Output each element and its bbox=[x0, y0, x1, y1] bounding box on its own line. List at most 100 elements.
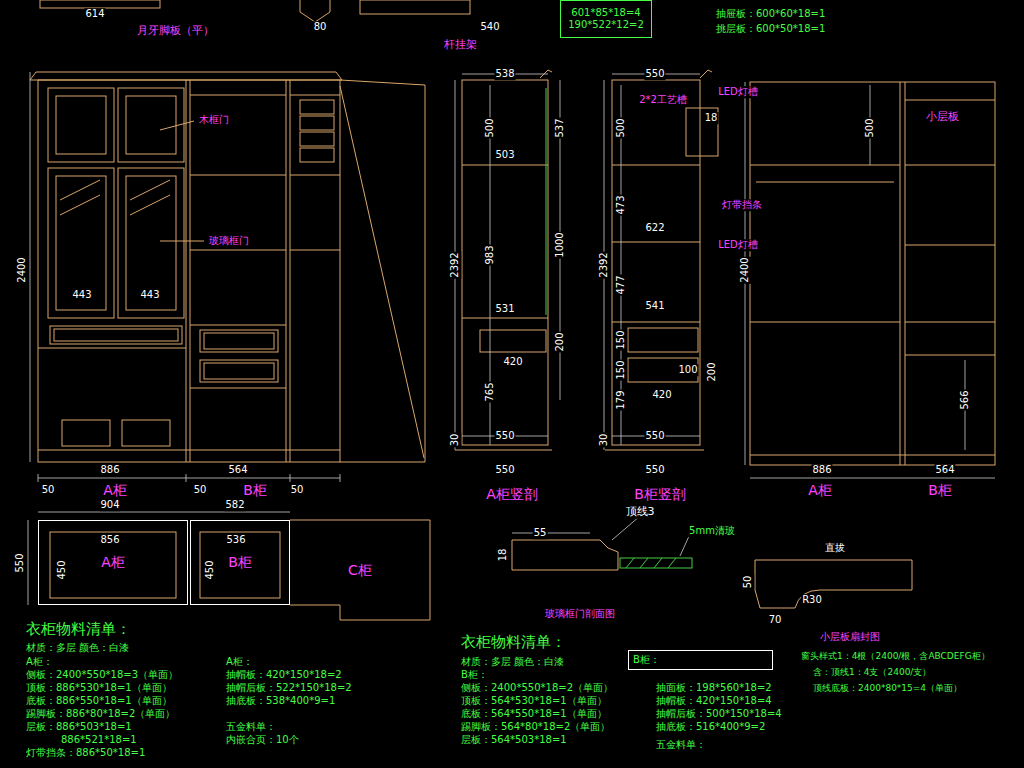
label-text: 抽屉板：600*60*18=1 bbox=[715, 8, 826, 20]
dimension-text: 537 bbox=[554, 117, 566, 138]
label-text: 550 bbox=[644, 464, 665, 476]
label-text: 抽帽板：420*150*18=4 bbox=[655, 695, 773, 707]
label-text: 50 bbox=[193, 484, 208, 496]
label-text: 玻璃框门 bbox=[208, 235, 250, 247]
dimension-text: 500 bbox=[864, 117, 876, 138]
label-text: 底板：886*550*18=1（单面） bbox=[25, 695, 173, 707]
label-text: A柜 bbox=[807, 482, 833, 498]
label-text: 材质：多层 颜色：白漆 bbox=[460, 656, 565, 668]
label-text: 614 bbox=[84, 8, 105, 20]
dimension-text: 500 bbox=[484, 117, 496, 138]
label-text: B柜竖剖 bbox=[633, 486, 687, 502]
dimension-text: 18 bbox=[497, 548, 509, 563]
cabinet-box: C柜 bbox=[290, 520, 430, 620]
label-text: 小层板 bbox=[925, 111, 960, 124]
label-text: B柜 bbox=[242, 482, 268, 498]
label-text: 五金料单： bbox=[225, 721, 277, 733]
label-text: 窗头样式1：4根（2400/根，含ABCDEFG柜） bbox=[800, 651, 991, 661]
label-text: 踢脚板：564*80*18=2（单面） bbox=[460, 721, 611, 733]
label-text: 50 bbox=[41, 484, 56, 496]
label-text: 侧板：2400*550*18=3（单面） bbox=[25, 669, 179, 681]
label-text: 886 bbox=[99, 464, 120, 476]
label-text: 70 bbox=[768, 614, 783, 626]
label-text: 541 bbox=[644, 300, 665, 312]
label-text: 抽帽后板：500*150*18=4 bbox=[655, 708, 783, 720]
dimension-text: 50 bbox=[742, 575, 754, 590]
label-text: 886*521*18=1 bbox=[60, 734, 138, 746]
label-text: 886 bbox=[811, 464, 832, 476]
label-text: 衣柜物料清单： bbox=[25, 621, 132, 638]
label-text: LED灯槽 bbox=[717, 239, 759, 251]
label-text: 底板：564*550*18=1（单面） bbox=[460, 708, 608, 720]
label-text: 含：顶线1：4支（2400/支） bbox=[812, 667, 932, 677]
label-text: 2*2工艺槽 bbox=[638, 94, 688, 106]
dimension-text: 30 bbox=[449, 433, 461, 448]
label-text: 小层板扇封图 bbox=[819, 631, 881, 643]
label-text: 抽底板：516*400*9=2 bbox=[655, 721, 766, 733]
dimension-text: 2400 bbox=[739, 256, 751, 283]
label-text: 550 bbox=[494, 464, 515, 476]
dimension-text: 30 bbox=[598, 433, 610, 448]
label-text: 灯带挡条：886*50*18=1 bbox=[25, 747, 146, 759]
dimension-text: 473 bbox=[615, 194, 627, 215]
label-text: 灯带挡条 bbox=[721, 199, 763, 211]
label-text: LED灯槽 bbox=[717, 86, 759, 98]
label-text: 侧板：2400*550*18=2（单面） bbox=[460, 682, 614, 694]
label-text: 抽帽后板：522*150*18=2 bbox=[225, 682, 353, 694]
dimension-text: 450 bbox=[56, 559, 68, 580]
dimension-text: 2392 bbox=[598, 251, 610, 278]
dimension-text: 983 bbox=[484, 244, 496, 265]
label-text: 内嵌合页：10个 bbox=[225, 734, 300, 746]
label-text: A柜： bbox=[225, 656, 254, 668]
dimension-text: 2400 bbox=[16, 256, 28, 283]
box-text: 190*522*12=2 bbox=[568, 19, 644, 31]
label-text: 抽帽板：420*150*18=2 bbox=[225, 669, 343, 681]
dimension-text: 765 bbox=[484, 381, 496, 402]
label-text: 582 bbox=[224, 499, 245, 511]
label-text: 衣柜物料清单： bbox=[460, 634, 567, 651]
dimension-text: 500 bbox=[615, 117, 627, 138]
label-text: 55 bbox=[533, 527, 548, 539]
label-text: 856 bbox=[99, 534, 120, 546]
label-text: 536 bbox=[225, 534, 246, 546]
dimension-text: 2392 bbox=[449, 251, 461, 278]
label-text: 443 bbox=[71, 289, 92, 301]
box-text: C柜 bbox=[348, 562, 372, 579]
dimension-text: 200 bbox=[706, 361, 718, 382]
label-text: 木框门 bbox=[198, 114, 230, 126]
label-text: 层板：564*503*18=1 bbox=[460, 734, 568, 746]
box-text: B柜： bbox=[633, 654, 660, 666]
dimension-text: 566 bbox=[959, 389, 971, 410]
label-text: 503 bbox=[494, 149, 515, 161]
label-text: 564 bbox=[227, 464, 248, 476]
label-text: 531 bbox=[494, 303, 515, 315]
label-text: 100 bbox=[677, 364, 698, 376]
label-text: A柜竖剖 bbox=[485, 486, 539, 502]
label-text: 顶线底板：2400*80*15=4（单面） bbox=[812, 683, 963, 693]
dimension-text: 150 bbox=[615, 329, 627, 350]
label-text: 顶线3 bbox=[625, 506, 656, 519]
label-text: 顶板：564*530*18=1（单面） bbox=[460, 695, 608, 707]
label-text: 层板：886*503*18=1 bbox=[25, 721, 133, 733]
label-text: 抽面板：198*560*18=2 bbox=[655, 682, 773, 694]
label-text: 550 bbox=[644, 68, 665, 80]
label-text: R30 bbox=[801, 594, 823, 606]
label-text: A柜 bbox=[102, 482, 128, 498]
label-text: 550 bbox=[644, 430, 665, 442]
label-text: 杆挂架 bbox=[443, 39, 478, 52]
label-text: A柜： bbox=[25, 656, 54, 668]
label-text: 540 bbox=[479, 21, 500, 33]
label-text: 直拔 bbox=[824, 542, 846, 554]
label-text: 904 bbox=[99, 499, 120, 511]
box-text: A柜 bbox=[101, 554, 125, 571]
label-text: 材质：多层 颜色：白漆 bbox=[25, 642, 130, 654]
label-text: 443 bbox=[139, 289, 160, 301]
label-text: 抽底板：538*400*9=1 bbox=[225, 695, 336, 707]
dimension-text: 150 bbox=[615, 359, 627, 380]
dimension-text: 550 bbox=[14, 552, 26, 573]
box-text: B柜 bbox=[228, 554, 252, 571]
label-text: 挑层板：600*50*18=1 bbox=[715, 23, 826, 35]
label-text: B柜 bbox=[927, 482, 953, 498]
label-text: 622 bbox=[644, 222, 665, 234]
